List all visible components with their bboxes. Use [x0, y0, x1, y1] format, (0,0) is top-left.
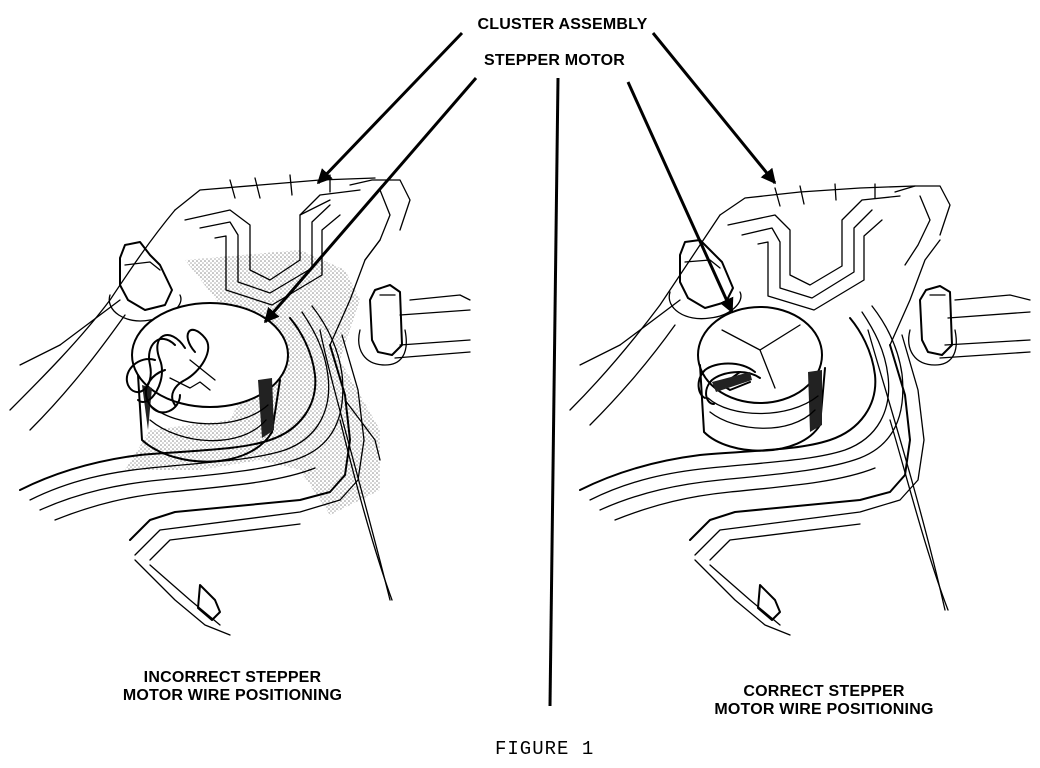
arrow-stepper-right	[626, 81, 734, 314]
arrow-cluster-right	[651, 32, 777, 185]
label-cluster-assembly: CLUSTER ASSEMBLY	[477, 16, 648, 33]
label-correct-line1: CORRECT STEPPER	[743, 683, 905, 700]
label-correct-line2: MOTOR WIRE POSITIONING	[714, 701, 934, 718]
stepper-motor-incorrect	[125, 302, 289, 463]
divider-line	[548, 77, 560, 707]
pointer-arrows	[263, 31, 777, 324]
correct-illustration	[569, 183, 1031, 636]
figure-caption: FIGURE 1	[495, 738, 595, 760]
label-incorrect-line1: INCORRECT STEPPER	[143, 669, 322, 686]
stepper-motor-correct	[697, 306, 826, 452]
label-incorrect: INCORRECT STEPPER MOTOR WIRE POSITIONING	[95, 669, 370, 705]
arrow-cluster-left	[316, 31, 464, 185]
label-incorrect-line2: MOTOR WIRE POSITIONING	[122, 687, 343, 704]
incorrect-illustration	[9, 174, 471, 636]
label-stepper-motor: STEPPER MOTOR	[484, 52, 625, 69]
label-correct: CORRECT STEPPER MOTOR WIRE POSITIONING	[684, 683, 964, 719]
arrow-stepper-left	[263, 77, 478, 324]
